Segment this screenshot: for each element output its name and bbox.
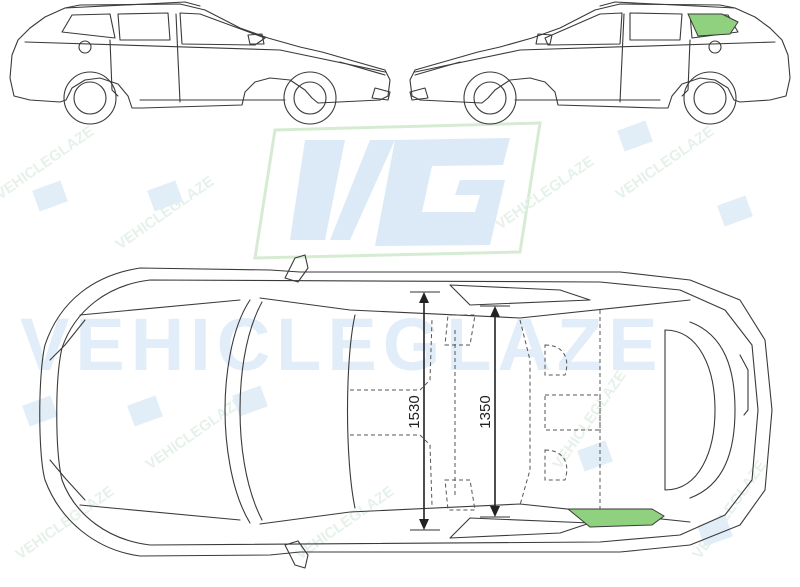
dimension-outer-width: 1530 (406, 291, 440, 531)
watermark-text-large: VEHICLEGLAZE (20, 303, 663, 386)
dimension-label-1350: 1350 (477, 395, 494, 428)
dimension-inner-width: 1350 (477, 305, 510, 518)
vg-logo-watermark (253, 121, 542, 260)
rear-quarter-glass-highlight-side (687, 13, 739, 37)
interior-seats-outline (350, 310, 601, 515)
rear-quarter-glass-highlight-top (566, 508, 665, 528)
dimension-label-1530: 1530 (406, 395, 423, 428)
